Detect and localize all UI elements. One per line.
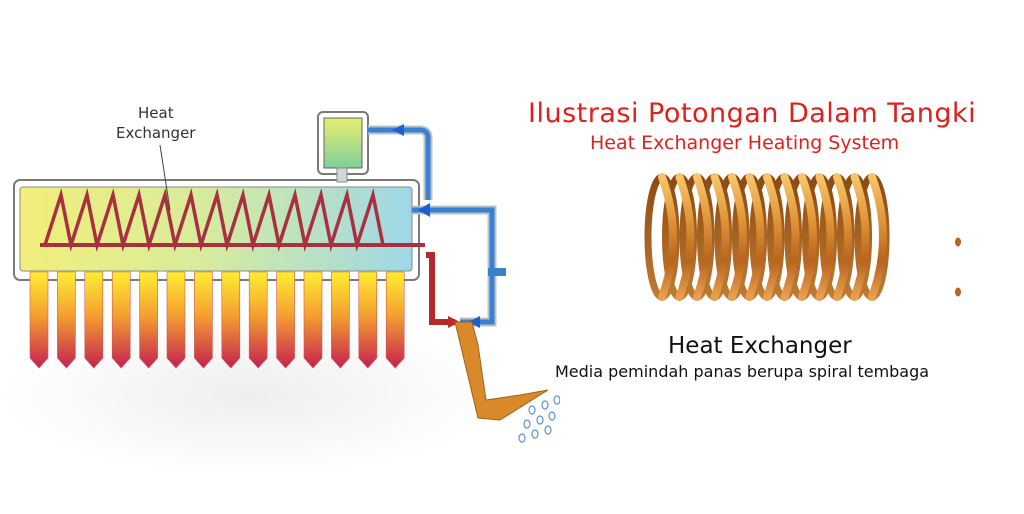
flow-arrow-top: [392, 124, 404, 136]
solar-water-heater-diagram: Heat Exchanger: [0, 104, 560, 475]
vacuum-tube: [111, 271, 131, 369]
coil-turn-front: [850, 173, 870, 301]
vacuum-tube: [385, 271, 405, 369]
coil-turn-front: [745, 173, 765, 301]
caption-title: Heat Exchanger: [668, 333, 852, 359]
coil-turn-front: [868, 173, 887, 301]
vacuum-tube: [29, 271, 49, 369]
hot-flow-arrow: [448, 316, 460, 328]
shower-pipe: [454, 321, 549, 421]
coil-turn-front: [833, 173, 852, 301]
coil-turn-front: [780, 173, 800, 301]
coil-lead-bottom-end: [955, 287, 961, 297]
coil-turn-front: [658, 173, 677, 301]
vacuum-tube: [221, 271, 241, 369]
page-subtitle: Heat Exchanger Heating System: [590, 132, 900, 154]
vacuum-tube: [166, 271, 186, 369]
hot-water-pipe: [426, 252, 455, 325]
coil-turn-front: [815, 173, 835, 301]
vacuum-tubes: [29, 271, 405, 369]
flow-arrow-bottom: [468, 316, 480, 328]
expansion-pipe: [336, 167, 348, 183]
vacuum-tube: [276, 271, 295, 369]
coil-turn-front: [798, 173, 817, 301]
vacuum-tube: [331, 271, 350, 369]
tank-inner: [19, 186, 413, 272]
label-leader-line: [159, 144, 171, 211]
vacuum-tube: [57, 271, 76, 369]
cold-water-supply-pipe-inner: [412, 207, 495, 325]
vacuum-tube: [248, 271, 268, 369]
cold-valve: [488, 268, 506, 276]
coil-turn-front: [710, 173, 730, 301]
vacuum-tube: [84, 271, 104, 369]
exchanger-label: Exchanger: [116, 124, 196, 142]
vacuum-tube: [194, 271, 213, 369]
cold-water-pipe-top-inner: [368, 127, 431, 200]
coil-turn-front: [728, 173, 747, 301]
vacuum-tube: [303, 271, 323, 369]
heat-exchanger-coil: [40, 188, 425, 252]
vacuum-tube: [139, 271, 158, 369]
heat-label: Heat: [138, 104, 174, 122]
coil-zigzag: [43, 188, 385, 252]
copper-coil-turns: [644, 173, 890, 301]
coil-turn-front: [675, 173, 695, 301]
page-title: Ilustrasi Potongan Dalam Tangki: [528, 98, 977, 129]
copper-coil-illustration: [644, 173, 961, 301]
cold-water-supply-pipe: [412, 205, 497, 327]
coil-turn-front: [763, 173, 782, 301]
coil-lead-top-end: [955, 237, 961, 247]
caption-description: Media pemindah panas berupa spiral temba…: [555, 362, 930, 381]
coil-turn-front: [693, 173, 712, 301]
water-drops: [518, 395, 560, 443]
vacuum-tube: [358, 271, 378, 369]
expansion-tank: [323, 117, 363, 169]
flow-arrow-middle: [418, 203, 430, 217]
